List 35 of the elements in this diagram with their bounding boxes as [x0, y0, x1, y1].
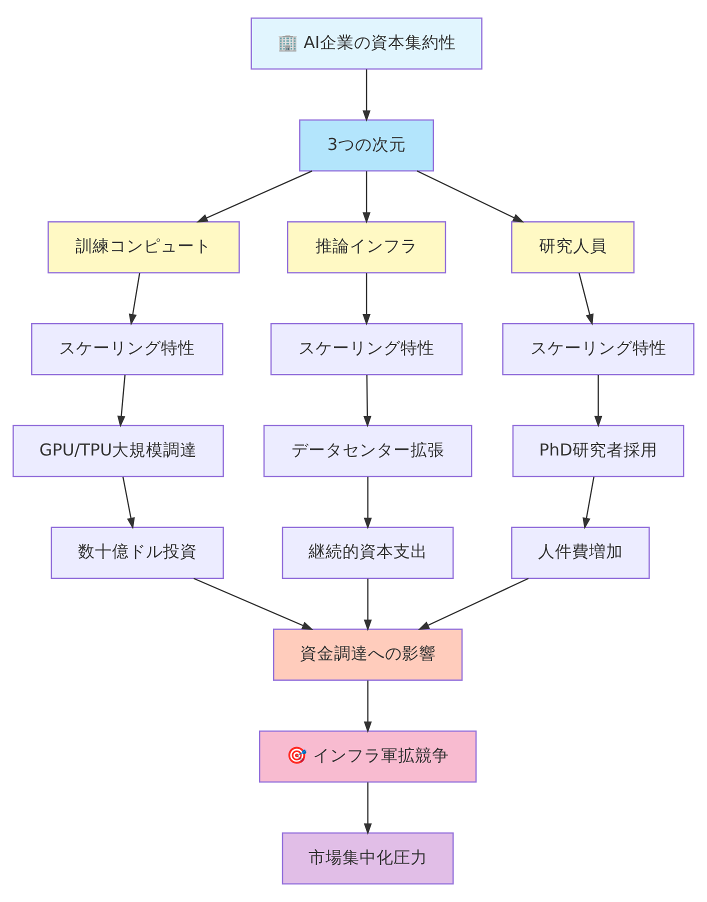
node-box: 3つの次元 — [299, 119, 434, 172]
node-box: スケーリング特性 — [270, 323, 463, 376]
node-box: スケーリング特性 — [31, 323, 224, 376]
node-box: データセンター拡張 — [263, 424, 472, 478]
arrow — [364, 680, 372, 733]
arrow — [194, 578, 314, 630]
node-box: 🎯 インフラ軍拡競争 — [258, 730, 477, 783]
arrow — [364, 578, 372, 632]
node-box: PhD研究者採用 — [512, 424, 684, 478]
arrow — [578, 272, 594, 326]
node-box: GPU/TPU大規模調達 — [12, 424, 224, 478]
node-box: 数十億ドル投資 — [50, 526, 224, 579]
node-box: 訓練コンピュート — [48, 221, 240, 274]
arrow — [196, 170, 312, 223]
arrow — [364, 476, 372, 530]
arrow — [418, 578, 529, 630]
arrow — [363, 374, 372, 428]
arrow — [416, 170, 524, 223]
arrow — [594, 374, 602, 428]
node-box: スケーリング特性 — [502, 323, 694, 376]
arrow — [117, 374, 126, 428]
arrow — [128, 273, 140, 326]
node-box: 研究人員 — [511, 221, 635, 274]
node-box: 人件費増加 — [511, 526, 650, 579]
arrow — [362, 273, 371, 326]
node-box: 資金調達への影響 — [272, 628, 463, 681]
node-box: 継続的資本支出 — [282, 526, 454, 579]
node-box: 推論インフラ — [286, 221, 446, 274]
arrow — [364, 782, 372, 835]
node-box: 市場集中化圧力 — [282, 832, 454, 885]
arrow — [122, 476, 135, 530]
node-box: 🏢 AI企業の資本集約性 — [250, 17, 482, 70]
arrow — [362, 171, 371, 224]
arrow — [582, 476, 594, 530]
arrow — [362, 69, 371, 122]
